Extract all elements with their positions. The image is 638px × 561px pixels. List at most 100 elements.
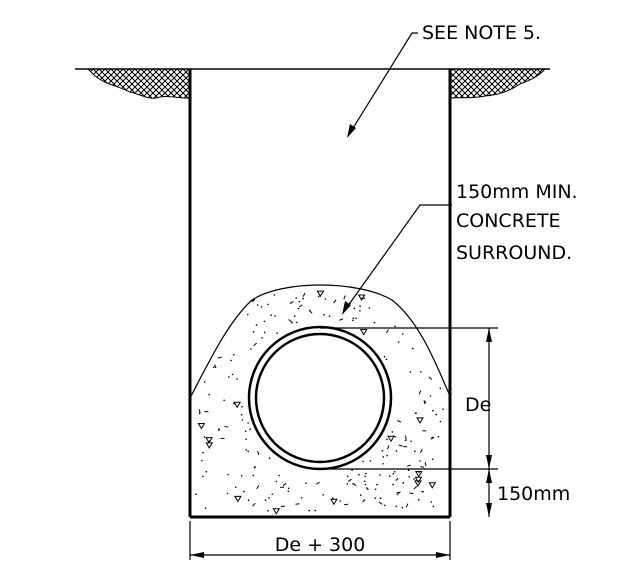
concrete-speckle xyxy=(297,307,300,310)
concrete-speckle xyxy=(251,299,253,302)
concrete-speckle xyxy=(293,315,296,317)
concrete-speckle xyxy=(355,317,357,320)
concrete-speckle xyxy=(387,445,390,450)
concrete-speckle xyxy=(414,450,416,453)
concrete-speckle xyxy=(231,373,234,376)
concrete-speckle xyxy=(432,505,435,508)
concrete-speckle xyxy=(395,450,398,452)
width-arrow-left xyxy=(190,552,204,558)
concrete-speckle xyxy=(374,497,377,500)
concrete-speckle xyxy=(392,472,395,475)
surround-label-line-1: 150mm MIN. xyxy=(456,181,578,203)
concrete-speckle xyxy=(314,509,317,512)
concrete-speckle xyxy=(407,469,410,472)
concrete-speckle xyxy=(423,400,426,405)
concrete-speckle xyxy=(268,497,270,499)
pipe-inner-wall xyxy=(254,332,386,464)
concrete-speckle xyxy=(249,428,251,430)
concrete-speckle xyxy=(401,333,404,335)
concrete-speckle xyxy=(352,317,355,320)
concrete-speckle xyxy=(401,506,404,509)
concrete-speckle xyxy=(240,414,243,416)
concrete-speckle xyxy=(369,460,372,462)
concrete-speckle xyxy=(365,472,367,475)
note-leader xyxy=(349,32,418,134)
concrete-speckle xyxy=(322,494,325,496)
concrete-speckle xyxy=(316,290,325,298)
concrete-speckle xyxy=(203,381,206,383)
concrete-speckle xyxy=(418,390,422,395)
concrete-speckle xyxy=(396,478,399,480)
concrete-speckle xyxy=(245,438,247,441)
concrete-speckle xyxy=(430,436,435,440)
concrete-speckle xyxy=(413,478,415,480)
concrete-speckle xyxy=(291,322,293,324)
note-leader-arrow xyxy=(347,124,356,138)
concrete-speckle xyxy=(435,413,438,416)
concrete-speckle xyxy=(437,436,440,438)
concrete-speckle xyxy=(424,401,427,403)
concrete-speckle xyxy=(224,425,229,428)
concrete-speckle xyxy=(395,479,398,481)
concrete-speckle xyxy=(414,412,417,415)
concrete-speckle xyxy=(324,298,327,300)
concrete-speckle xyxy=(405,435,407,440)
concrete-speckle xyxy=(346,475,349,478)
concrete-speckle xyxy=(289,301,294,304)
concrete-speckle xyxy=(252,298,256,303)
concrete-speckle xyxy=(339,500,342,502)
concrete-speckle xyxy=(353,307,356,310)
concrete-speckle xyxy=(205,437,213,444)
concrete-speckle xyxy=(368,307,371,309)
concrete-speckle xyxy=(352,483,355,485)
concrete-speckle xyxy=(424,462,427,467)
concrete-speckle xyxy=(198,412,201,415)
concrete-speckle xyxy=(255,324,258,326)
concrete-speckle xyxy=(362,460,364,463)
concrete-speckle xyxy=(256,304,259,306)
concrete-speckle xyxy=(376,483,378,486)
concrete-speckle xyxy=(204,507,207,510)
concrete-speckle xyxy=(382,456,385,458)
concrete-speckle xyxy=(217,429,220,431)
concrete-speckle xyxy=(287,490,290,493)
concrete-speckle xyxy=(298,304,303,308)
concrete-speckle xyxy=(271,493,274,496)
concrete-speckle xyxy=(253,466,256,469)
concrete-speckle xyxy=(394,325,396,328)
concrete-speckle xyxy=(387,435,395,443)
concrete-speckle xyxy=(253,342,257,347)
diameter-arrow-bottom xyxy=(486,455,492,469)
concrete-speckle xyxy=(247,313,249,316)
concrete-speckle xyxy=(217,356,222,359)
concrete-speckle xyxy=(230,359,232,362)
concrete-speckle xyxy=(373,321,376,324)
concrete-speckle xyxy=(413,485,418,490)
concrete-speckle xyxy=(247,450,249,453)
concrete-speckle xyxy=(212,364,217,369)
concrete-speckle xyxy=(274,315,276,317)
concrete-speckle xyxy=(409,492,414,495)
concrete-speckle xyxy=(198,409,201,414)
concrete-speckle xyxy=(267,303,269,306)
concrete-speckle xyxy=(383,356,386,358)
concrete-speckle xyxy=(252,502,256,507)
concrete-speckle xyxy=(442,408,444,411)
concrete-speckle xyxy=(305,482,307,485)
concrete-speckle xyxy=(379,497,382,500)
concrete-speckle xyxy=(316,481,320,485)
pipe-outer-wall xyxy=(247,325,393,471)
concrete-speckle xyxy=(308,509,311,512)
concrete-speckle xyxy=(429,395,432,397)
concrete-speckle xyxy=(195,493,197,496)
concrete-speckle xyxy=(419,460,421,462)
concrete-speckle xyxy=(236,378,238,380)
concrete-speckle xyxy=(300,497,303,499)
bedding-label: 150mm xyxy=(497,483,570,505)
width-label: De + 300 xyxy=(275,534,366,556)
concrete-speckle xyxy=(223,399,225,402)
concrete-speckle xyxy=(404,439,407,442)
concrete-speckle xyxy=(257,450,260,455)
concrete-speckle xyxy=(428,482,437,489)
concrete-speckle xyxy=(422,491,424,493)
